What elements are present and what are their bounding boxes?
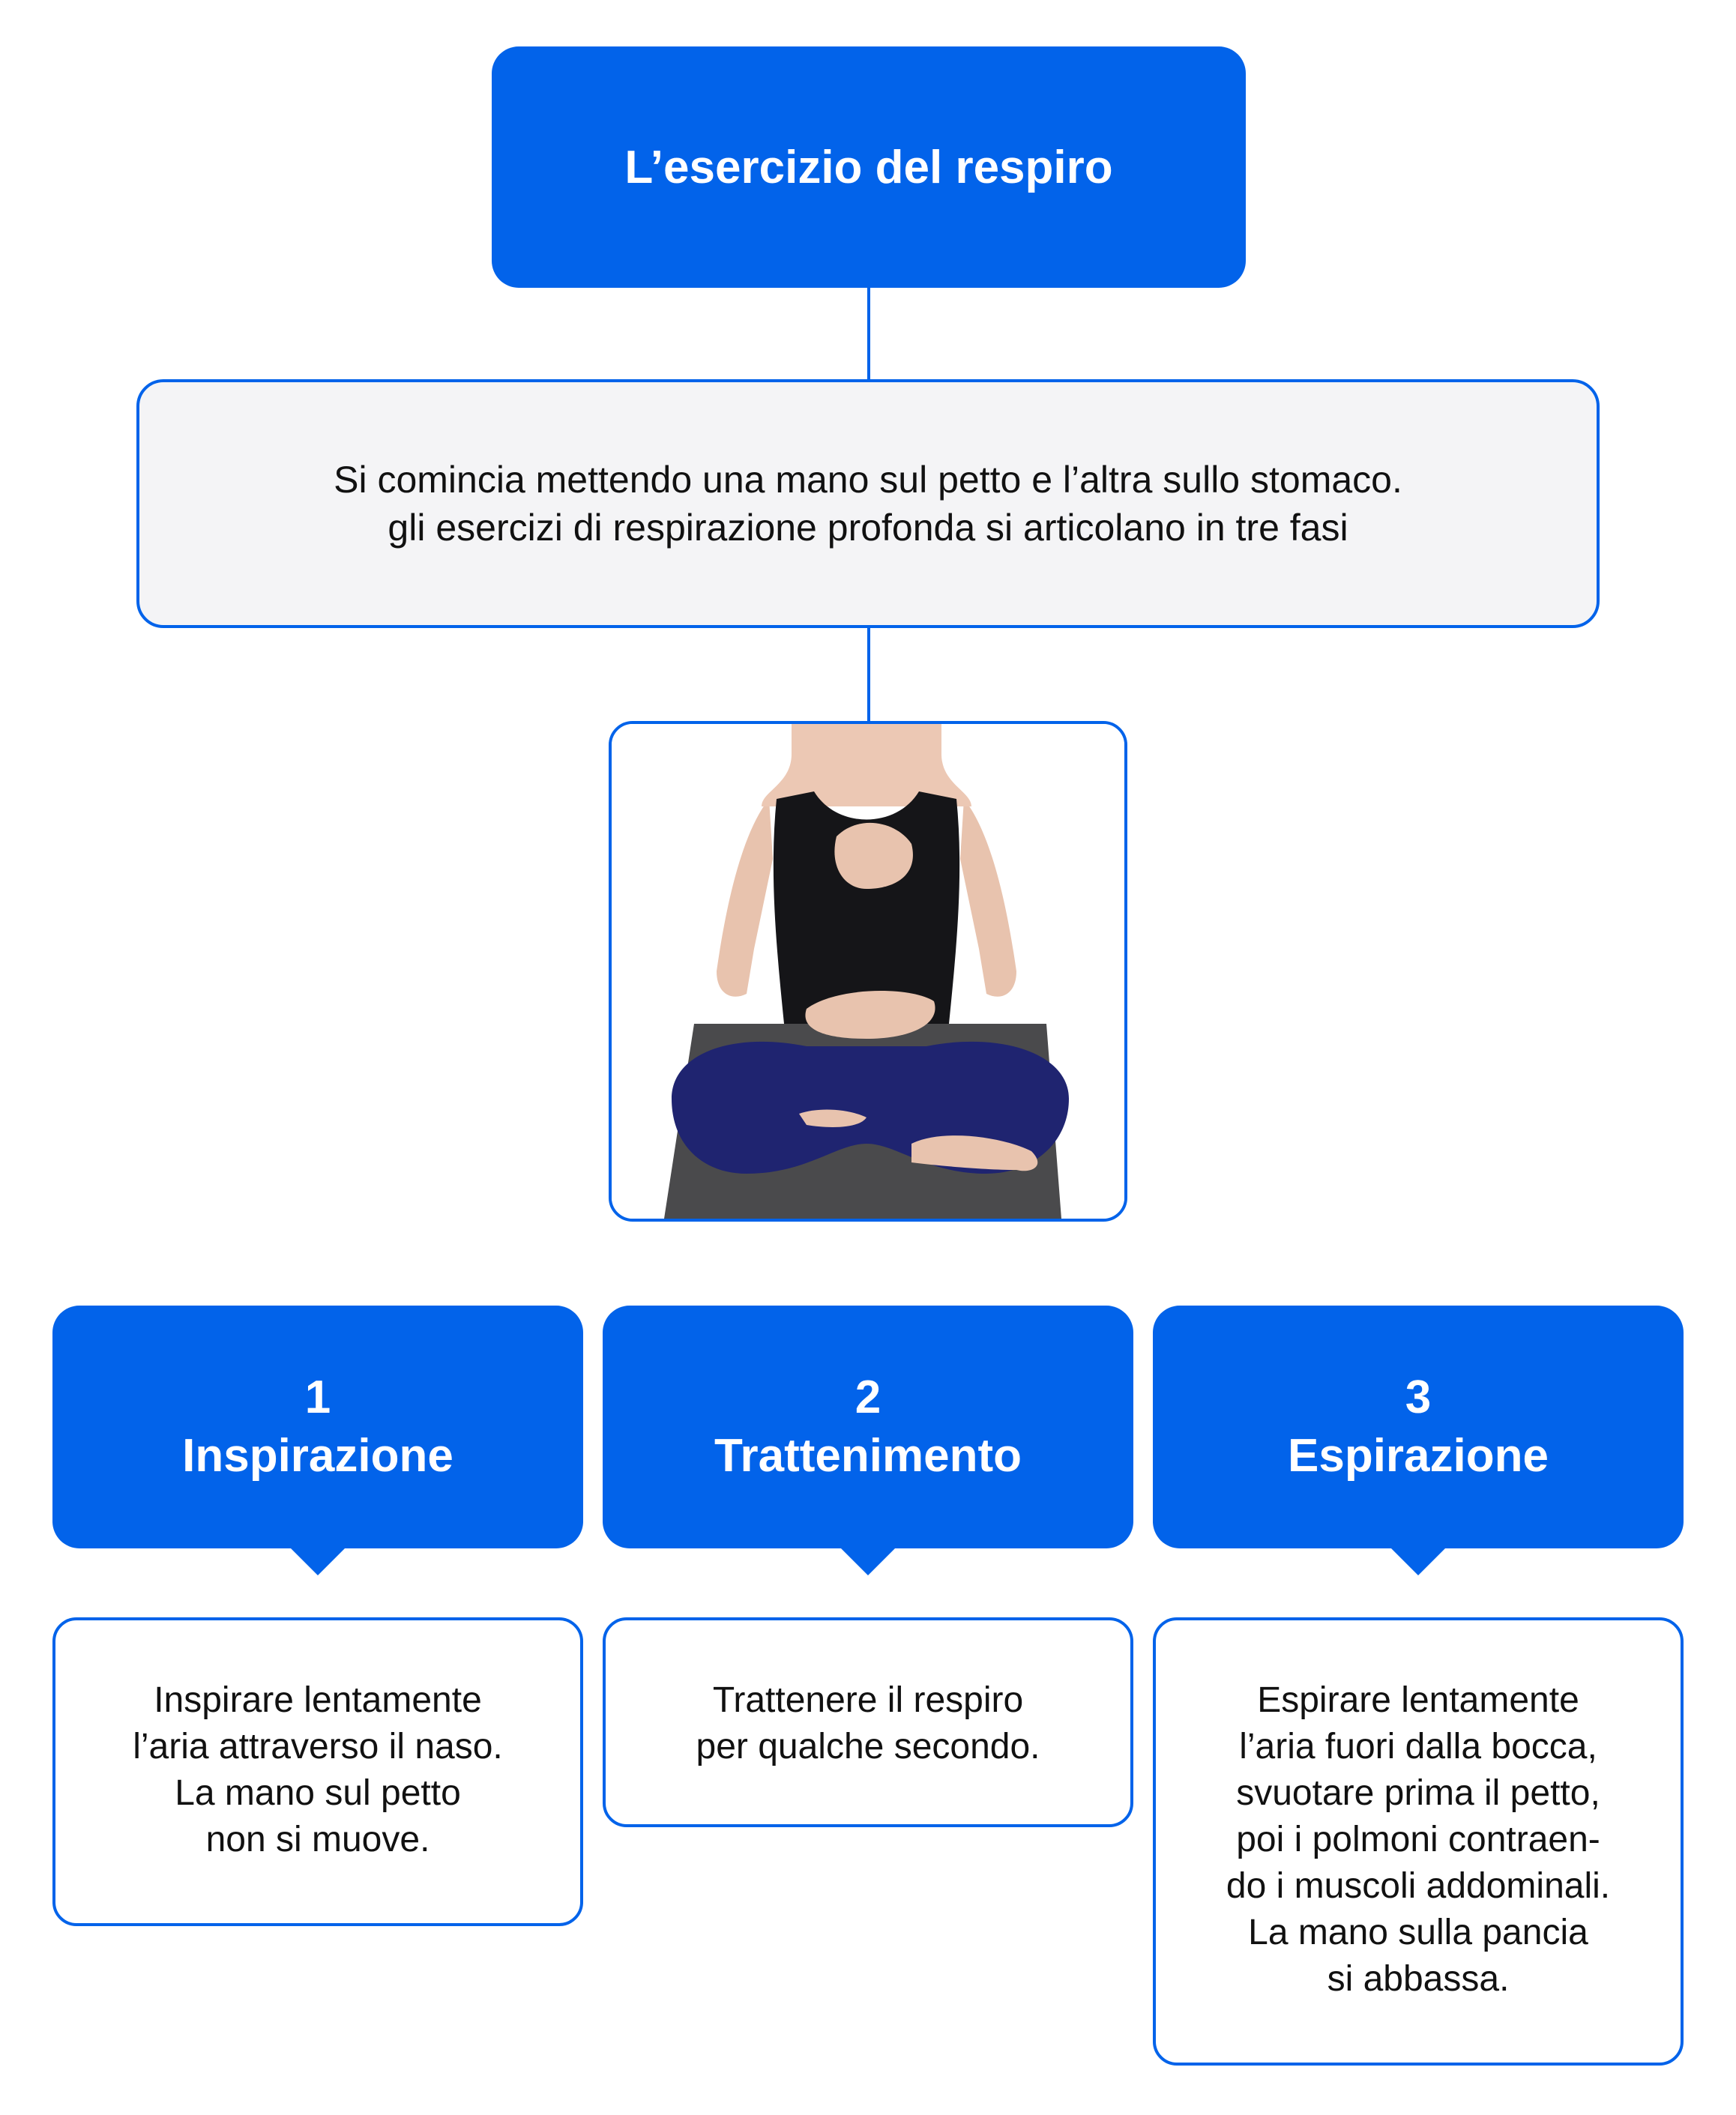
intro-line-1: Si comincia mettendo una mano sul petto … bbox=[334, 459, 1402, 501]
breathing-exercise-photo bbox=[609, 721, 1127, 1222]
description-line: si abbassa. bbox=[1327, 1959, 1510, 1999]
phase-trattenimento: 2 Trattenimento bbox=[603, 1306, 1133, 1548]
phase-description: Trattenere il respiro per qualche second… bbox=[603, 1617, 1133, 1827]
description-line: Espirare lentamente bbox=[1257, 1680, 1579, 1720]
seated-woman-illustration bbox=[612, 724, 1124, 1219]
connector-line bbox=[867, 628, 870, 721]
pointer-arrow bbox=[841, 1548, 895, 1575]
description-line: svuotare prima il petto, bbox=[1236, 1773, 1600, 1813]
phase-description: Inspirare lentamente l’aria attraverso i… bbox=[52, 1617, 583, 1926]
description-line: l’aria attraverso il naso. bbox=[133, 1727, 503, 1766]
description-line: La mano sulla pancia bbox=[1248, 1913, 1588, 1952]
phase-number: 3 bbox=[1405, 1372, 1432, 1423]
description-line: poi i polmoni contraen- bbox=[1236, 1820, 1600, 1859]
description-line: non si muove. bbox=[205, 1820, 430, 1859]
phase-espirazione: 3 Espirazione bbox=[1153, 1306, 1684, 1548]
pointer-arrow bbox=[291, 1548, 345, 1575]
description-line: La mano sul petto bbox=[175, 1773, 461, 1813]
phase-number: 2 bbox=[855, 1372, 881, 1423]
pointer-arrow bbox=[1391, 1548, 1445, 1575]
intro-box: Si comincia mettendo una mano sul petto … bbox=[136, 379, 1600, 628]
connector-line bbox=[867, 288, 870, 379]
phase-number: 1 bbox=[304, 1372, 331, 1423]
phase-name: Inspirazione bbox=[182, 1430, 453, 1482]
description-line: l’aria fuori dalla bocca, bbox=[1239, 1727, 1597, 1766]
phase-name: Espirazione bbox=[1288, 1430, 1549, 1482]
description-line: Trattenere il respiro bbox=[712, 1680, 1024, 1720]
description-line: Inspirare lentamente bbox=[154, 1680, 482, 1720]
description-line: per qualche secondo. bbox=[696, 1727, 1040, 1766]
intro-line-2: gli esercizi di respirazione profonda si… bbox=[388, 507, 1348, 549]
phase-name: Trattenimento bbox=[714, 1430, 1022, 1482]
description-line: do i muscoli addominali. bbox=[1226, 1866, 1611, 1906]
diagram-title: L’esercizio del respiro bbox=[492, 46, 1246, 288]
phase-description: Espirare lentamente l’aria fuori dalla b… bbox=[1153, 1617, 1684, 2066]
phase-inspirazione: 1 Inspirazione bbox=[52, 1306, 583, 1548]
